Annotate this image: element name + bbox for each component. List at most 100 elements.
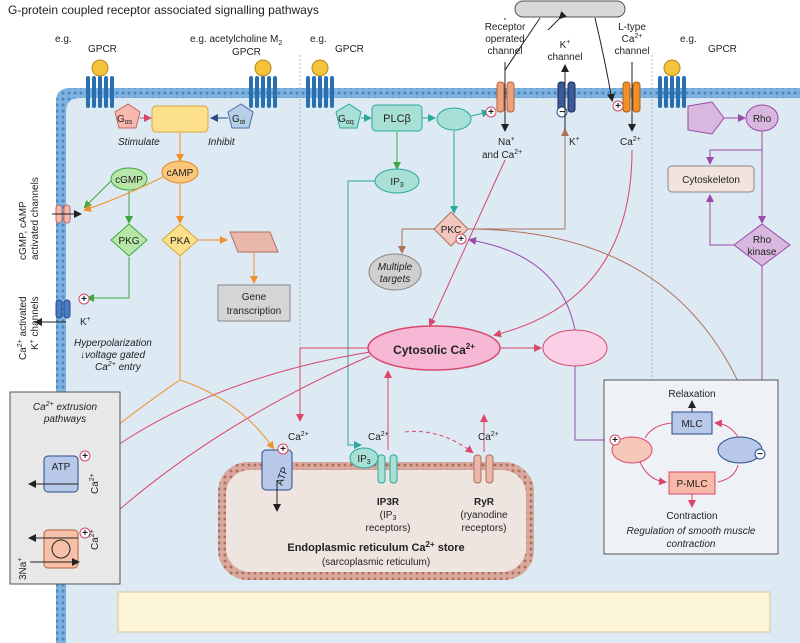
g-alpha-i-label: Gαi	[232, 114, 246, 126]
er-lumen	[226, 470, 526, 572]
hyper-label-1: Hyperpolarization	[74, 338, 152, 349]
pmca-atp-label: ATP	[52, 462, 71, 473]
gpcr-receptor-2	[249, 59, 277, 108]
hyper-label-2: ↓voltage gated	[80, 350, 145, 361]
er-ip3-label: IP3	[357, 454, 370, 466]
g-alpha-s	[114, 103, 141, 129]
na-ca-label: and Ca2+	[482, 149, 522, 161]
ryr-sub-1: (ryanodine	[460, 510, 508, 521]
gene-transcription-box	[217, 284, 291, 322]
regulation-label-2: contraction	[667, 539, 716, 550]
pkg-label: PKG	[118, 236, 139, 247]
svg-text:+: +	[81, 294, 87, 305]
serca-ca-label: Ca2+	[288, 431, 309, 443]
ryr-label: RyR	[474, 497, 495, 508]
ca-activated-label-2: K+ channels	[29, 296, 41, 350]
gpcr-receptor-1	[86, 59, 114, 108]
er-title: Endoplasmic reticulum Ca2+ store	[287, 540, 464, 554]
inhibit-label: Inhibit	[208, 137, 236, 148]
col3-gpcr: GPCR	[335, 44, 364, 55]
camp	[161, 160, 199, 184]
svg-text:−: −	[757, 449, 763, 460]
pka	[161, 223, 199, 257]
mlc-phosphatase	[717, 436, 763, 464]
gene-label-1: Gene	[242, 292, 267, 303]
pkg	[110, 223, 148, 257]
mlck	[611, 436, 653, 464]
multiple-targets-1: Multiple	[378, 262, 413, 273]
g-alpha-i	[227, 103, 254, 129]
k-out-label: K+	[80, 316, 91, 328]
col1-eg: e.g.	[55, 34, 72, 45]
svg-text:+: +	[82, 451, 88, 462]
g-alpha-q-label: Gαq	[338, 114, 354, 126]
cgmp	[110, 167, 148, 191]
pmca-pump	[43, 455, 79, 493]
cgmp-camp-channel-label-1: cGMP, cAMP	[18, 201, 29, 260]
svg-text:+: +	[82, 528, 88, 539]
mlc-label: MLC	[681, 419, 702, 430]
ip3-receptor	[349, 447, 398, 484]
hyper-label-3: Ca2+ entry	[95, 361, 142, 373]
ip3r-ca-label: Ca2+	[368, 431, 389, 443]
relaxation-label: Relaxation	[668, 389, 715, 400]
ncx-exchanger	[43, 529, 79, 569]
l-type-ca-channel: +	[612, 62, 641, 132]
ip3r-label: IP3R	[377, 497, 400, 508]
cytoskeleton	[667, 165, 755, 193]
ltype-label-1: L-type	[618, 22, 646, 33]
k-label: K+	[569, 136, 580, 148]
na-label: Na+	[498, 136, 515, 148]
pka-label: PKA	[170, 236, 190, 247]
cytoskeleton-label: Cytoskeleton	[682, 175, 740, 186]
receptor-operated-channel: +	[485, 62, 515, 132]
g-alpha-q	[335, 103, 362, 129]
k-channel-label-2: channel	[547, 52, 582, 63]
col1-gpcr: GPCR	[88, 44, 117, 55]
ltype-label-3: channel	[614, 46, 649, 57]
regulation-label-1: Regulation of smooth muscle	[627, 526, 756, 537]
receptor-channel-label-1: Receptor	[485, 22, 526, 33]
g-alpha-s-label: Gαs	[117, 114, 133, 126]
ca-activated-k-channel: +	[34, 293, 90, 326]
dag	[436, 107, 472, 131]
col2-gpcr: GPCR	[232, 47, 261, 58]
receptor-channel-label-2: operated	[485, 34, 524, 45]
rho-kinase-label-1: Rho	[753, 235, 772, 246]
gpcr-receptor-3	[306, 59, 334, 108]
svg-text:+: +	[615, 101, 621, 112]
ltype-label-2: Ca2+	[622, 33, 643, 45]
ip3-label: IP3	[390, 177, 403, 189]
ip3r-sub-2: receptors)	[365, 523, 410, 534]
ncx-ca-label: Ca2+	[89, 529, 101, 550]
col2-eg: e.g. acetylcholine M2	[190, 34, 282, 47]
col4-gpcr: GPCR	[708, 44, 737, 55]
cgmp-label: cGMP	[115, 175, 143, 186]
gene-label-2: transcription	[227, 306, 281, 317]
cytosolic-ca-label: Cytosolic Ca2+	[393, 342, 475, 357]
ca-label: Ca2+	[620, 136, 641, 148]
stimulate-label: Stimulate	[118, 137, 160, 148]
extrusion-title-2: pathways	[43, 414, 86, 425]
diagram-title: G-protein coupled receptor associated si…	[8, 3, 319, 17]
extrusion-title-1: Ca2+ extrusion	[33, 401, 98, 413]
pmca-ca-label: Ca2+	[89, 473, 101, 494]
membrane-potential-box	[514, 0, 626, 18]
svg-text:+: +	[612, 435, 618, 446]
svg-text:+: +	[488, 107, 494, 118]
adenylyl-cyclase	[151, 105, 209, 133]
cgmp-camp-channel-label-2: activated channels	[30, 177, 41, 260]
col3-eg: e.g.	[310, 34, 327, 45]
er-subtitle: (sarcoplasmic reticulum)	[322, 557, 430, 568]
transcription-factor	[229, 231, 279, 253]
ca-activated-label-1: Ca2+ activated	[17, 296, 29, 360]
svg-text:+: +	[280, 444, 286, 455]
svg-text:+: +	[458, 234, 464, 245]
contraction-label: Contraction	[666, 511, 717, 522]
plc-beta-label: PLCβ	[383, 113, 411, 125]
calmodulin	[542, 329, 608, 367]
multiple-targets-2: targets	[380, 274, 411, 285]
k-channel: −	[556, 64, 576, 130]
